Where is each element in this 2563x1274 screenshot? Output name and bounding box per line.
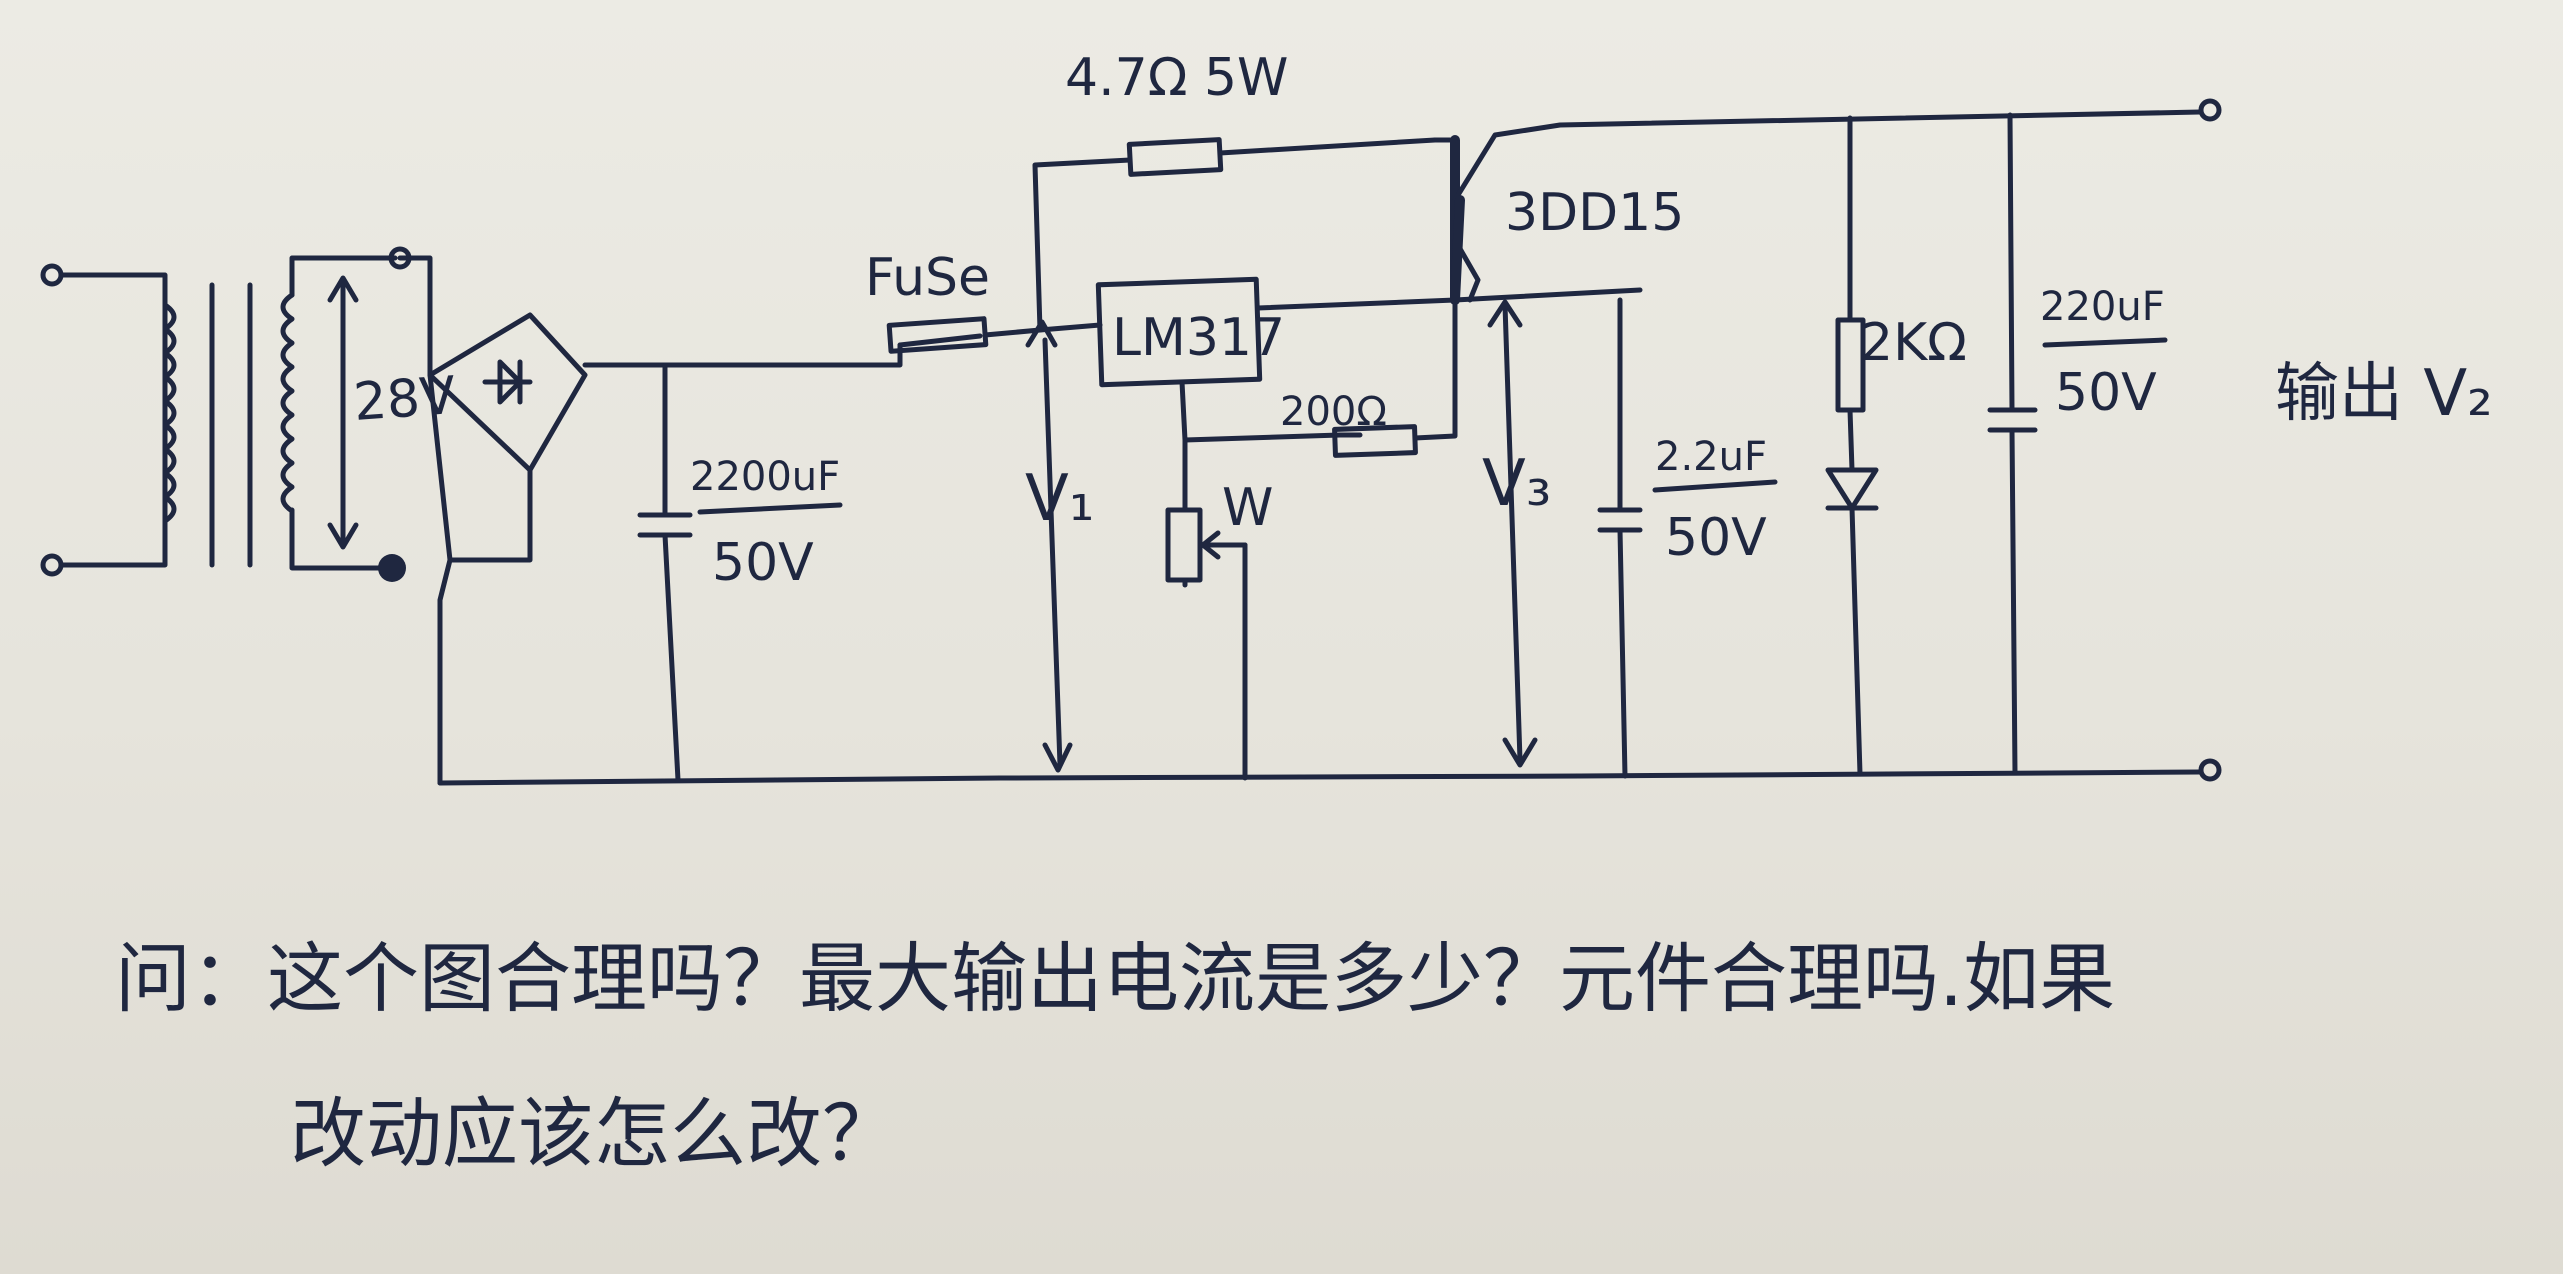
label-cap1-value: 2200uF [690, 454, 840, 500]
label-r200: 200Ω [1280, 389, 1387, 435]
label-v3: V₃ [1482, 447, 1551, 521]
output-terminal-negative [2198, 758, 2222, 782]
resistor-200 [1332, 297, 1458, 458]
label-cap3-voltage: 50V [2055, 363, 2157, 423]
label-cap1-voltage: 50V [712, 533, 814, 593]
transistor-3dd15 [1432, 109, 2203, 305]
input-terminals [40, 263, 168, 577]
label-resistor-4-7: 4.7Ω 5W [1065, 48, 1288, 108]
label-r2k: 2KΩ [1860, 313, 1967, 373]
label-fuse: FuSe [865, 248, 990, 308]
label-cap3-value: 220uF [2040, 284, 2165, 330]
top-branch [1025, 137, 1438, 773]
question-line-1: 问：这个图合理吗？最大输出电流是多少？元件合理吗.如果 [115, 934, 2115, 1023]
question-line-2: 改动应该怎么改？ [290, 1089, 898, 1178]
label-pot: W [1222, 478, 1273, 538]
label-output: 输出 V₂ [2275, 357, 2493, 431]
label-cap2-value: 2.2uF [1655, 434, 1767, 480]
capacitor-2200uf [637, 362, 843, 783]
capacitor-220uf [1987, 112, 2168, 776]
resistor-2k-led [1825, 115, 1879, 777]
bridge-rectifier [397, 255, 903, 786]
label-v1: V₁ [1025, 462, 1094, 536]
output-terminal-positive [2198, 98, 2222, 122]
label-lm317: LM317 [1112, 308, 1285, 368]
capacitor-2-2uf [1597, 297, 1778, 779]
label-transformer-voltage: 28V [352, 366, 458, 433]
label-cap2-voltage: 50V [1665, 508, 1767, 568]
v3-arrow [1487, 299, 1538, 768]
ground-rail [437, 769, 2203, 786]
potentiometer-w [1165, 437, 1248, 781]
transformer [162, 246, 412, 582]
fuse [886, 316, 1043, 354]
label-transistor: 3DD15 [1505, 183, 1684, 243]
